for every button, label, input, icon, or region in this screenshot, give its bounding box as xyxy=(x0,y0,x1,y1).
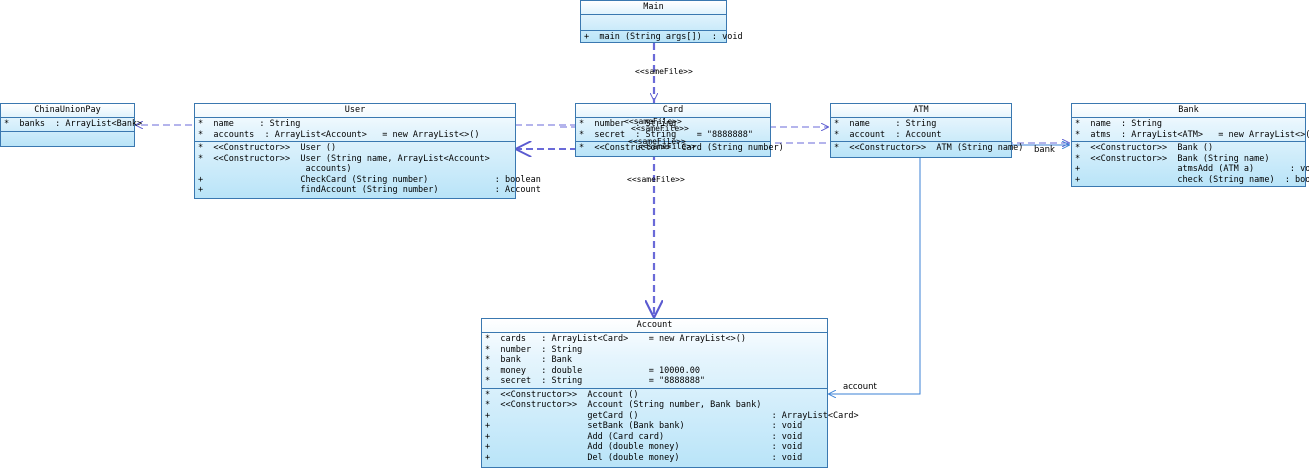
class-chinaunionpay[interactable]: ChinaUnionPay * banks : ArrayList<Bank> xyxy=(0,103,143,148)
class-main-attributes xyxy=(581,15,726,31)
stereotype-label: <<sameFile>> xyxy=(638,142,696,151)
class-user-name: User xyxy=(195,104,515,118)
account-op-5: + Add (double money) : void xyxy=(485,442,803,452)
role-label-bank: bank xyxy=(1034,145,1055,155)
class-chinaunionpay-operations xyxy=(1,132,134,148)
bank-op-3: + check (String name) : boolean xyxy=(1075,174,1309,185)
stereotype-label: <<sameFile>> xyxy=(628,137,686,146)
user-attr-1: * accounts : ArrayList<Account> = new Ar… xyxy=(198,129,480,140)
class-bank-attributes: * name : String * atms : ArrayList<ATM> … xyxy=(1072,118,1309,142)
user-op-3: + CheckCard (String number) : boolean xyxy=(198,174,541,185)
bank-attr-1: * atms : ArrayList<ATM> = new ArrayList<… xyxy=(1075,129,1309,140)
main-op-0: + main (String args[]) : void xyxy=(584,32,743,42)
card-attr-0: * number : String xyxy=(579,119,677,129)
class-chinaunionpay-attributes: * banks : ArrayList<Bank> xyxy=(1,118,143,132)
role-label-account: account xyxy=(843,382,877,392)
class-account-attributes: * cards : ArrayList<Card> = new ArrayLis… xyxy=(482,333,827,389)
account-attr-0: * cards : ArrayList<Card> = new ArrayLis… xyxy=(485,334,746,344)
account-op-1: * <<Constructor>> Account (String number… xyxy=(485,400,762,410)
class-atm-attributes: * name : String * account : Account xyxy=(831,118,1011,142)
class-card-name: Card xyxy=(576,104,770,118)
account-attr-2: * bank : Bank xyxy=(485,355,572,365)
class-chinaunionpay-name: ChinaUnionPay xyxy=(1,104,134,118)
class-bank-name: Bank xyxy=(1072,104,1305,118)
account-attr-3: * money : double = 10000.00 xyxy=(485,365,700,376)
class-user[interactable]: User * name : String * accounts : ArrayL… xyxy=(194,103,541,199)
class-atm-name: ATM xyxy=(831,104,1011,118)
bank-op-2: + atmsAdd (ATM a) : void xyxy=(1075,164,1309,174)
account-op-2: + getCard () : ArrayList<Card> xyxy=(485,410,859,421)
atm-attr-1: * account : Account xyxy=(834,129,942,140)
stereotype-label: <<sameFile>> xyxy=(624,117,682,126)
class-atm-operations: * <<Constructor>> ATM (String name) xyxy=(831,142,1024,155)
account-op-3: + setBank (Bank bank) : void xyxy=(485,421,803,431)
account-attr-1: * number : String xyxy=(485,344,583,355)
class-card[interactable]: Card * number : String * secret : String… xyxy=(575,103,784,157)
class-card-operations: * <<Constructor>> Card (String number) xyxy=(576,142,784,155)
class-main-operations: + main (String args[]) : void xyxy=(581,31,743,44)
account-op-6: + Del (double money) : void xyxy=(485,452,803,463)
stereotype-label: <<sameFile>> xyxy=(635,67,693,76)
account-attr-4: * secret : String = "8888888" xyxy=(485,376,706,386)
bank-op-1: * <<Constructor>> Bank (String name) xyxy=(1075,153,1270,164)
class-bank-operations: * <<Constructor>> Bank () * <<Constructo… xyxy=(1072,142,1309,186)
atm-op-0: * <<Constructor>> ATM (String name) xyxy=(834,143,1024,153)
chinaunionpay-attr-0: * banks : ArrayList<Bank> xyxy=(4,119,143,129)
user-op-0: * <<Constructor>> User () xyxy=(198,143,337,153)
assoc-atm-account xyxy=(829,158,921,394)
user-attr-0: * name : String xyxy=(198,119,301,129)
atm-attr-0: * name : String xyxy=(834,119,937,129)
user-op-2: accounts) xyxy=(198,164,352,174)
stereotype-label: <<sameFile>> xyxy=(631,124,689,133)
class-main-name: Main xyxy=(581,1,726,15)
class-main[interactable]: Main + main (String args[]) : void xyxy=(580,0,743,44)
card-attr-1: * secret : String = "8888888" xyxy=(579,129,753,140)
user-op-1: * <<Constructor>> User (String name, Arr… xyxy=(198,153,490,164)
class-account-name: Account xyxy=(482,319,827,333)
class-user-operations: * <<Constructor>> User () * <<Constructo… xyxy=(195,142,541,197)
account-op-4: + Add (Card card) : void xyxy=(485,431,803,442)
class-bank[interactable]: Bank * name : String * atms : ArrayList<… xyxy=(1071,103,1309,187)
class-user-attributes: * name : String * accounts : ArrayList<A… xyxy=(195,118,515,142)
class-account-operations: * <<Constructor>> Account () * <<Constru… xyxy=(482,389,859,465)
bank-attr-0: * name : String xyxy=(1075,119,1162,129)
bank-op-0: * <<Constructor>> Bank () xyxy=(1075,143,1214,153)
account-op-0: * <<Constructor>> Account () xyxy=(485,389,639,400)
class-account[interactable]: Account * cards : ArrayList<Card> = new … xyxy=(481,318,859,468)
user-op-4: + findAccount (String number) : Account xyxy=(198,185,541,195)
class-card-attributes: * number : String * secret : String = "8… xyxy=(576,118,770,142)
class-atm[interactable]: ATM * name : String * account : Account … xyxy=(830,103,1024,158)
stereotype-label: <<sameFile>> xyxy=(627,175,685,184)
card-op-0: * <<Constructor>> Card (String number) xyxy=(579,143,784,153)
